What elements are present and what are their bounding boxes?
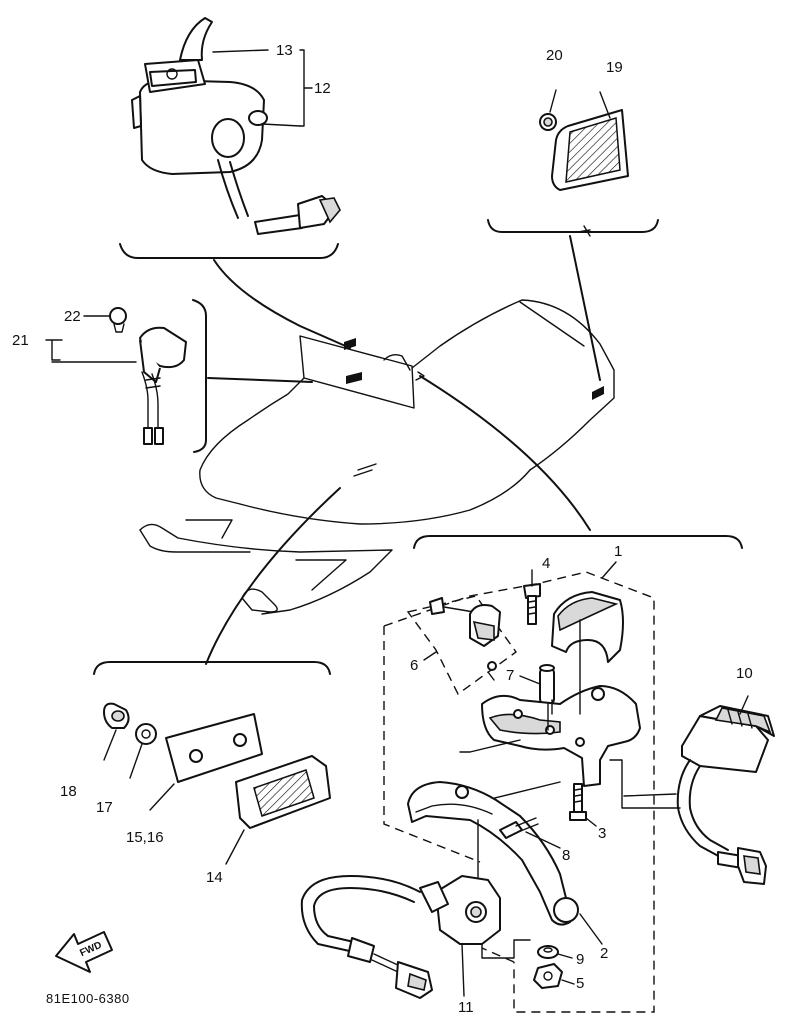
label-22: 22 bbox=[64, 308, 81, 325]
relay-assembly bbox=[623, 695, 775, 885]
group-bracket-lever bbox=[413, 535, 743, 549]
label-4: 4 bbox=[542, 555, 550, 572]
label-1: 1 bbox=[614, 543, 622, 560]
label-18: 18 bbox=[60, 783, 77, 800]
label-2: 2 bbox=[600, 945, 608, 962]
label-14: 14 bbox=[206, 869, 223, 886]
label-20: 20 bbox=[546, 47, 563, 64]
group-bracket-top-left bbox=[119, 243, 339, 259]
label-12: 12 bbox=[314, 80, 331, 97]
label-17: 17 bbox=[96, 799, 113, 816]
label-3: 3 bbox=[598, 825, 606, 842]
label-21: 21 bbox=[12, 332, 29, 349]
label-10: 10 bbox=[736, 665, 753, 682]
group-bracket-left bbox=[192, 299, 207, 453]
handlebar-switch-assembly bbox=[131, 17, 341, 235]
connector-line-socket-to-hood bbox=[207, 377, 313, 383]
snowmobile-hood bbox=[139, 299, 615, 615]
assembly-outline-1 bbox=[383, 571, 655, 1013]
lamp-assembly bbox=[103, 702, 331, 865]
label-5: 5 bbox=[576, 975, 584, 992]
connector-line-lamp-to-hood bbox=[205, 487, 341, 665]
label-13: 13 bbox=[276, 42, 293, 59]
lever-bracket-parts bbox=[300, 569, 681, 999]
reflector-assembly bbox=[539, 89, 629, 191]
label-11: 11 bbox=[458, 999, 474, 1016]
forward-arrow-icon: FWD bbox=[55, 931, 113, 973]
label-8: 8 bbox=[562, 847, 570, 864]
label-7: 7 bbox=[506, 667, 514, 684]
connector-line-bracket-to-hood bbox=[419, 375, 591, 531]
connector-line-reflector-to-hood bbox=[569, 235, 601, 381]
connector-line-switch-to-hood bbox=[213, 259, 351, 349]
label-9: 9 bbox=[576, 951, 584, 968]
label-19: 19 bbox=[606, 59, 623, 76]
label-6: 6 bbox=[410, 657, 418, 674]
group-bracket-bottom-left bbox=[93, 661, 331, 675]
bulb-socket-assembly bbox=[45, 307, 187, 445]
label-15-16: 15,16 bbox=[126, 829, 164, 846]
group-bracket-top-right bbox=[487, 219, 659, 233]
diagram-code: 81E100-6380 bbox=[46, 991, 130, 1006]
